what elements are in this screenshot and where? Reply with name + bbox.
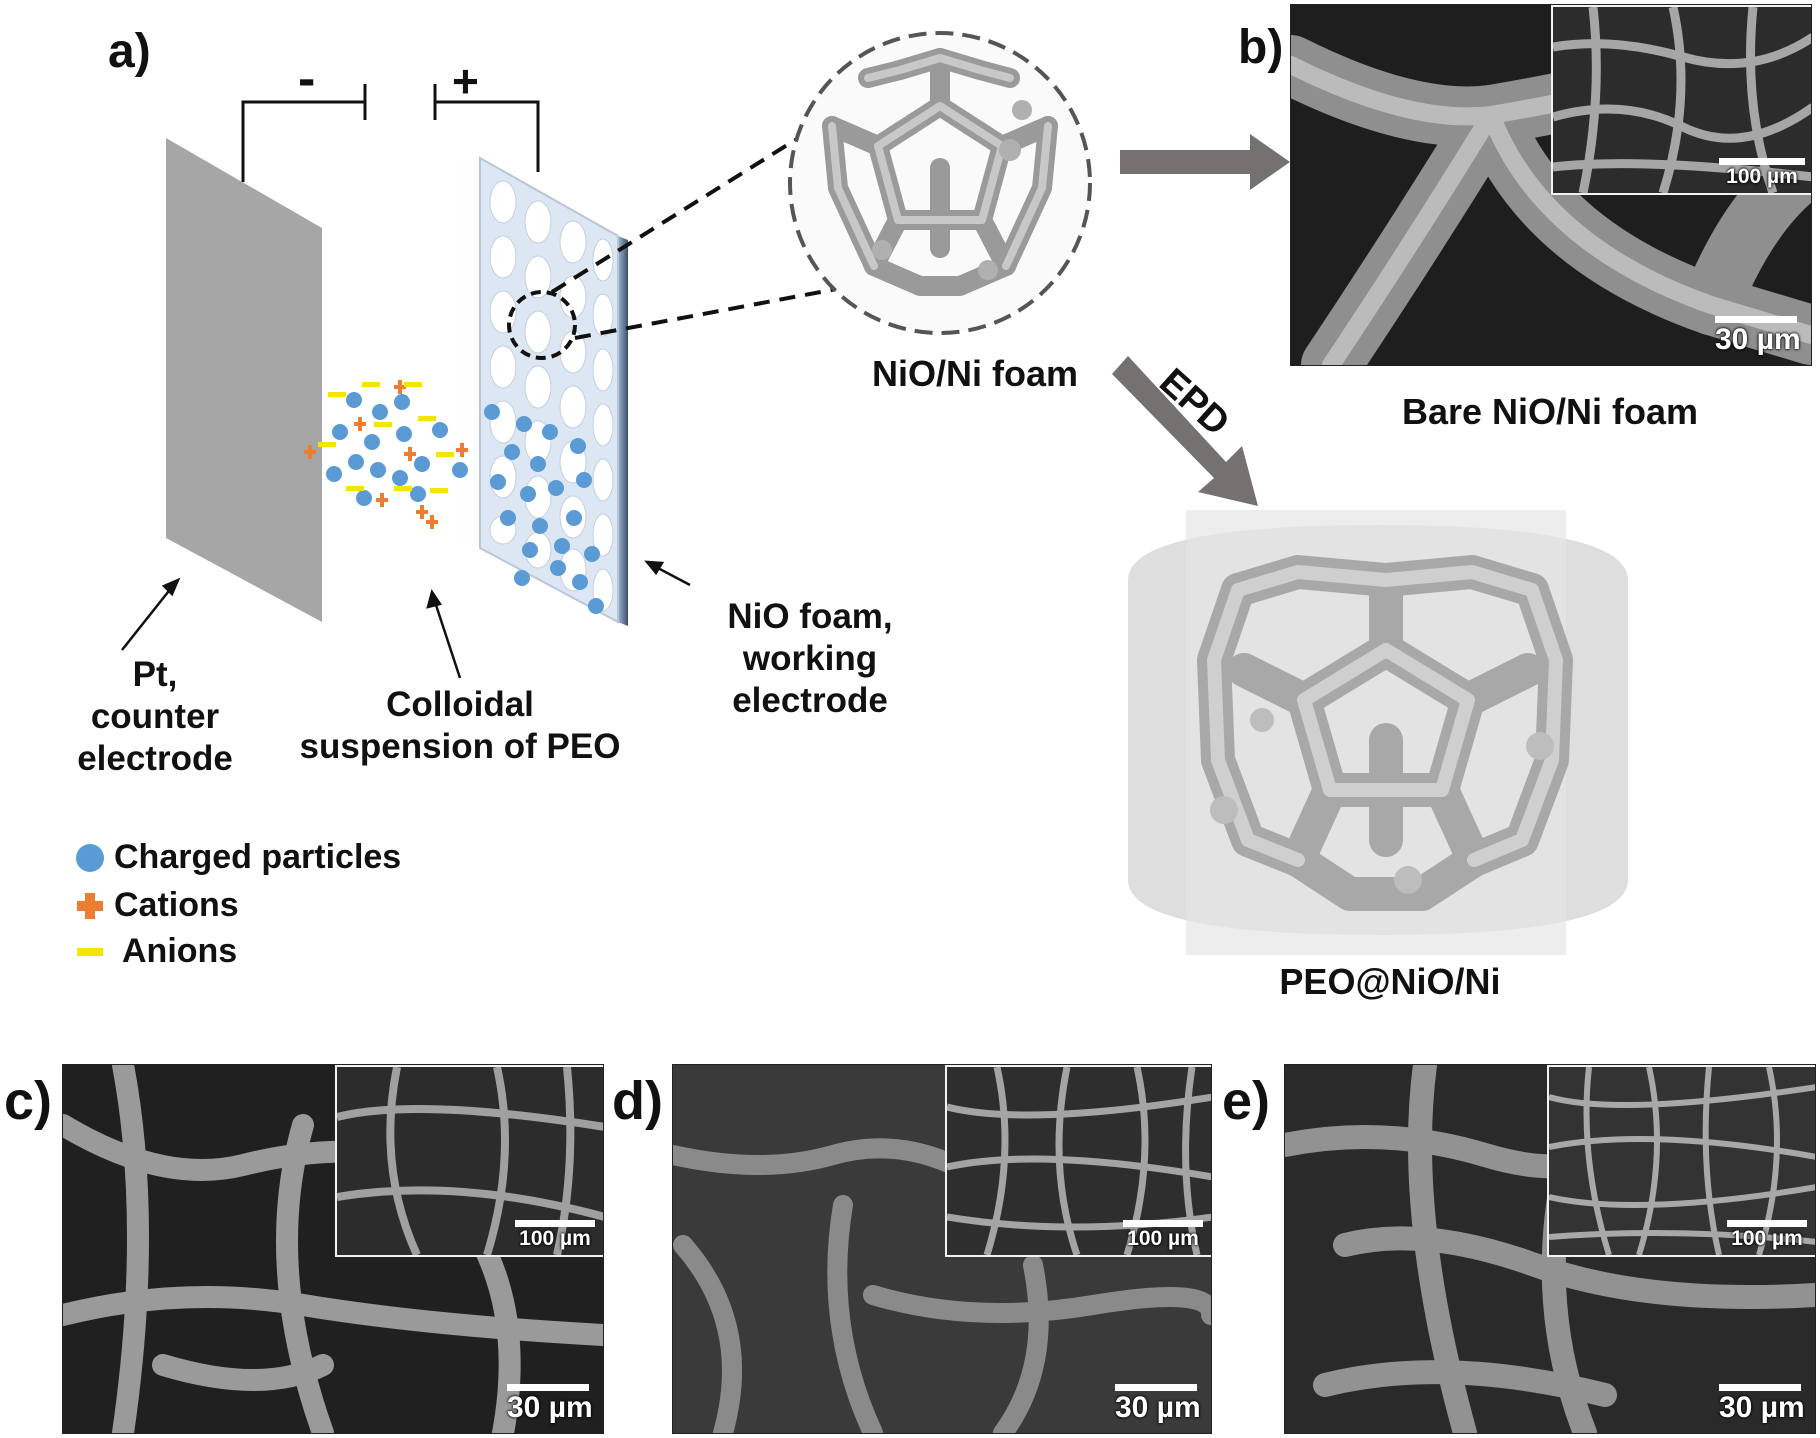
sem-inset-bare-foam: 100 µm [1551,5,1811,195]
panel-label-a: a) [108,25,151,78]
working-electrode-line-3: electrode [732,681,888,720]
scalebar-e-inset-text: 100 µm [1731,1227,1803,1250]
working-electrode-line-1: NiO foam, [727,597,893,636]
scalebar-e-main-bar [1719,1384,1801,1391]
cation-icon [70,889,110,923]
zoom-circle-small [507,290,577,360]
panel-label-e: e) [1222,1071,1271,1131]
arrow-epd [1112,356,1258,506]
foam-unit-cell-zoom [788,31,1092,335]
sem-image-e: 100 µm 30 µm [1284,1064,1816,1434]
counter-electrode-label: Pt, counter electrode [70,654,240,780]
charged-particles [326,392,604,614]
scalebar-c-inset-bar [515,1220,595,1227]
scalebar-d-main-bar [1115,1384,1197,1391]
scalebar-e-main-text: 30 µm [1719,1391,1805,1424]
sem-inset-d: 100 µm [945,1065,1211,1257]
negative-wire [241,100,365,182]
sem-inset-e: 100 µm [1547,1065,1815,1257]
scalebar-b-main-bar [1715,316,1797,323]
peo-coated-label: PEO@NiO/Ni [1279,961,1501,1002]
scalebar-d-main: 30 µm [1115,1384,1201,1425]
panel-label-d: d) [612,1071,663,1131]
arrow-to-bare-foam [1120,134,1290,190]
scalebar-e-inset-bar [1727,1220,1807,1227]
positive-wire [435,100,540,172]
anion-icon [70,935,110,969]
nio-ni-foam-label: NiO/Ni foam [871,353,1078,394]
positive-sign: + [452,55,479,107]
scalebar-b-main-text: 30 µm [1715,323,1801,356]
scalebar-d-inset-text: 100 µm [1127,1227,1199,1250]
scalebar-d-inset-bar [1123,1220,1203,1227]
scalebar-c-inset-text: 100 µm [519,1227,591,1250]
legend-anions: Anions [70,932,237,971]
negative-sign: - [298,50,316,108]
bare-foam-label: Bare NiO/Ni foam [1401,391,1699,432]
scalebar-e-main: 30 µm [1719,1384,1805,1425]
scalebar-e-inset: 100 µm [1727,1220,1807,1251]
scalebar-d-main-text: 30 µm [1115,1391,1201,1424]
counter-electrode-line-1: Pt, [132,655,178,694]
counter-electrode-plate [166,138,322,622]
colloidal-particles [304,380,604,614]
working-electrode-label: NiO foam, working electrode [705,596,915,722]
colloidal-suspension-label: Colloidal suspension of PEO [270,684,650,768]
anions [318,382,454,493]
process-arrows [1112,134,1290,506]
counter-electrode-line-3: electrode [77,739,233,778]
zoom-line-bottom [574,283,859,340]
scalebar-b-inset-bar [1719,158,1805,165]
scalebar-c-main-bar [507,1384,589,1391]
label-arrows [121,560,691,679]
legend-label-anions: Anions [122,932,238,970]
legend-cations: Cations [70,886,239,925]
scalebar-b-inset-text: 100 µm [1726,165,1798,188]
cations [304,380,468,529]
panel-label-c: c) [4,1071,53,1131]
colloidal-line-1: Colloidal [386,685,534,724]
sem-image-d: 100 µm 30 µm [672,1064,1212,1434]
legend-charged-particles: Charged particles [70,838,401,877]
working-electrode-edge [618,236,628,626]
panel-label-b: b) [1238,21,1284,74]
scalebar-d-inset: 100 µm [1123,1220,1203,1251]
epd-cell-schematic [121,84,859,679]
sem-image-c: 100 µm 30 µm [62,1064,604,1434]
charged-particle-icon [70,841,110,875]
scalebar-c-inset: 100 µm [515,1220,595,1251]
sem-inset-c: 100 µm [335,1065,603,1257]
legend-label-cations: Cations [114,886,239,924]
scalebar-b-inset: 100 µm [1719,158,1805,189]
legend-label-charged-particles: Charged particles [114,838,402,876]
working-electrode-line-2: working [742,639,878,678]
counter-electrode-line-2: counter [90,697,220,736]
colloidal-line-2: suspension of PEO [299,727,621,766]
sem-image-bare-foam: 100 µm 30 µm [1290,4,1812,366]
foam-pores [489,180,614,612]
scalebar-b-main: 30 µm [1715,316,1801,357]
scalebar-c-main-text: 30 µm [507,1391,593,1424]
peo-coated-cell [1128,510,1628,955]
scalebar-c-main: 30 µm [507,1384,593,1425]
